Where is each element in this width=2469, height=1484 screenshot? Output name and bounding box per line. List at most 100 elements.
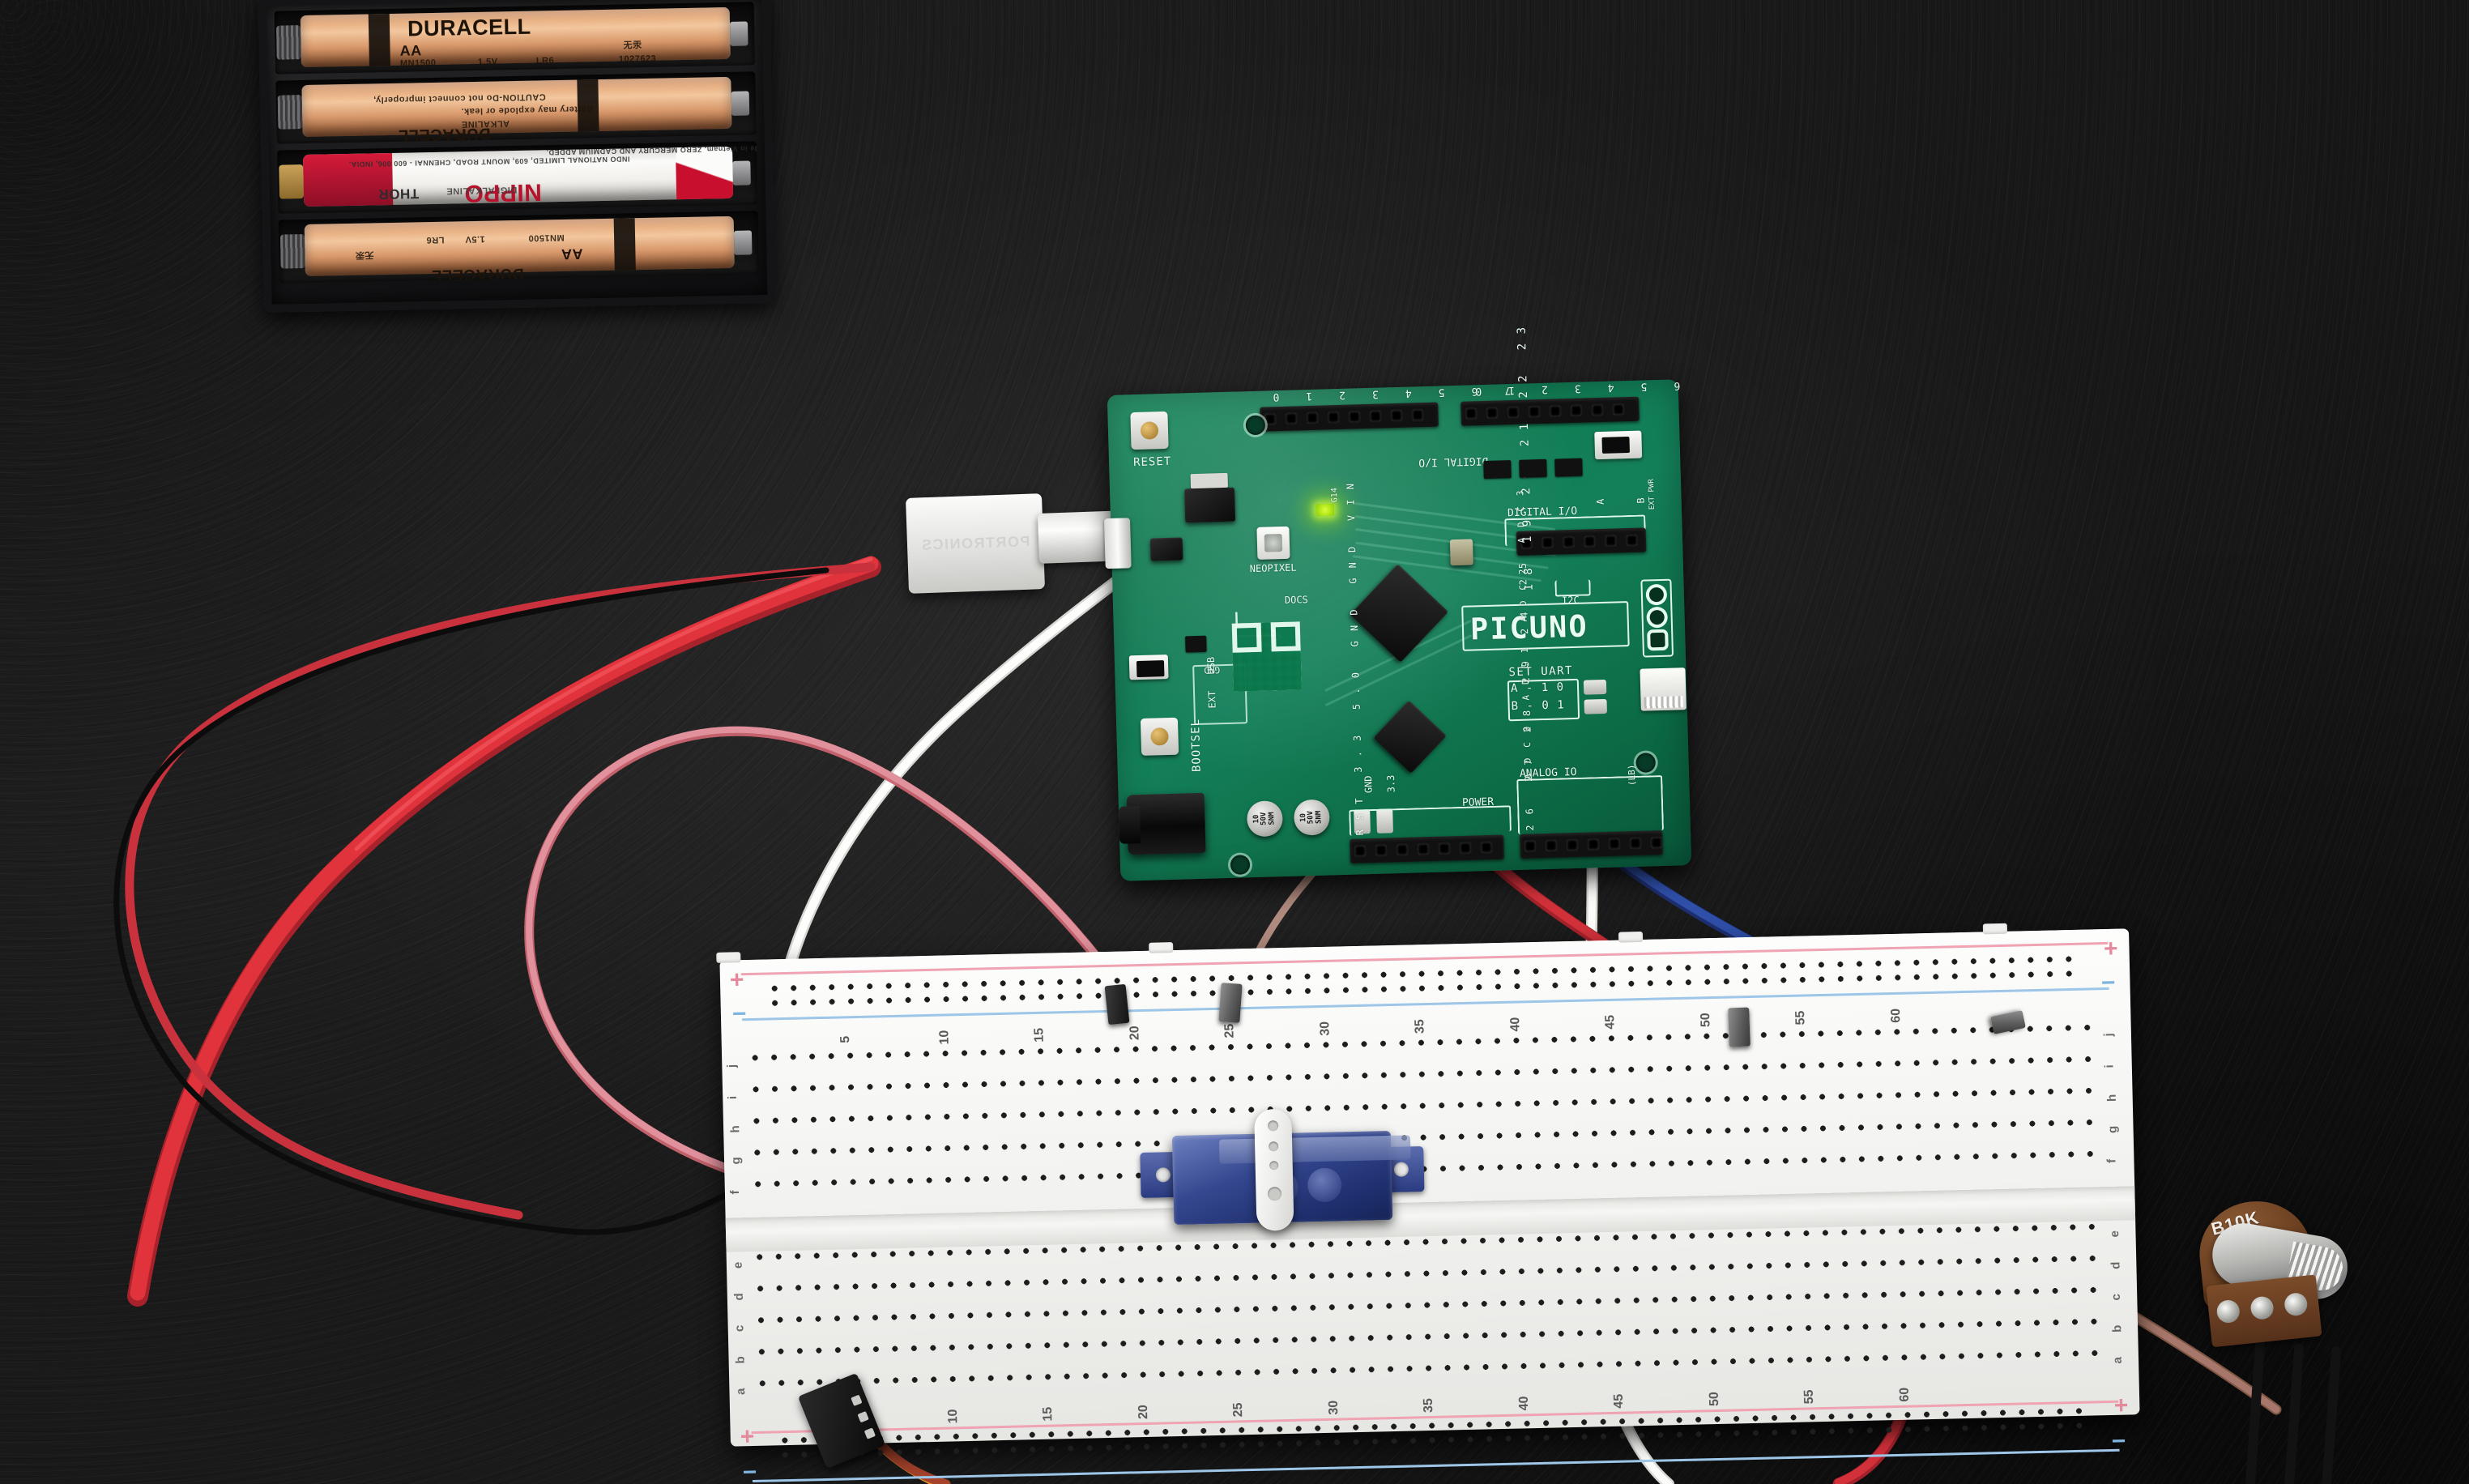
potentiometer[interactable]: B10K	[2177, 1190, 2392, 1484]
usb-brand-label: PORTRONICS	[920, 533, 1030, 553]
battery-extra-4: 无汞	[355, 249, 374, 260]
dupont-shell-col50[interactable]	[1728, 1007, 1750, 1047]
regulator-ic	[1184, 487, 1236, 523]
header-power[interactable]	[1350, 834, 1504, 864]
column-number-5-top: 5	[838, 1035, 853, 1043]
row-letter-b-lower: b	[2110, 1324, 2125, 1333]
debug-pads[interactable]	[1640, 578, 1674, 658]
bootsel-label: BOOTSEL	[1188, 718, 1204, 773]
reset-button[interactable]	[1130, 411, 1169, 450]
digital-io-top-label: DIGITAL I/O	[1418, 454, 1489, 469]
battery-brand-1: DURACELL	[407, 14, 531, 41]
header-top-left[interactable]	[1260, 402, 1439, 432]
header-analog[interactable]	[1520, 830, 1663, 859]
battery-caution-2b: Battery may explode or leak.	[460, 104, 594, 117]
pot-lug-2[interactable]	[2249, 1295, 2275, 1321]
board-notch-3	[1618, 931, 1644, 943]
battery-lot-1: 1027623	[618, 53, 657, 65]
bootsel-button[interactable]	[1140, 717, 1179, 756]
neopixel-label: NEOPIXEL	[1249, 561, 1297, 575]
column-number-55-top: 55	[1793, 1010, 1808, 1026]
battery-cell-4: AA MN1500 1.5V LR6 无汞 DURACELL	[279, 215, 753, 284]
cap1-maker: SNM	[1267, 812, 1277, 825]
rail-bottom-minus-right: −	[2111, 1427, 2126, 1455]
docs-label: DOCS	[1284, 594, 1309, 606]
row-letter-g-upper: g	[2105, 1125, 2120, 1134]
rail-top-minus-left: −	[731, 1000, 747, 1028]
servo-motor	[1140, 1108, 1426, 1232]
battery-cell-2: CAUTION-Do not connect improperly, Batte…	[277, 76, 750, 144]
battery-brand-2: DURACELL	[398, 124, 491, 144]
battery-slot-1: DURACELL AA MN1500 1.5V LR6 无汞 1027623	[274, 2, 756, 75]
column-number-50-top: 50	[1698, 1013, 1712, 1028]
battery-model-4: MN1500	[527, 232, 565, 243]
servo-horn[interactable]	[1254, 1108, 1294, 1231]
picuno-board: 7 6 5 4 3 2 1 0 6 5 4 3 2 1 0 DIGITAL I/…	[1104, 318, 1692, 881]
jst-connector[interactable]	[1640, 667, 1687, 711]
battery-size-1: AA	[399, 42, 422, 59]
power-jumper-33-label: 3.3	[1384, 774, 1397, 793]
pot-lug-1[interactable]	[2215, 1298, 2241, 1324]
uart-b-label: B - 0 1	[1511, 698, 1565, 714]
dupont-shell-col25[interactable]	[1218, 983, 1243, 1023]
row-letter-h-upper: h	[728, 1125, 743, 1133]
row-letter-i-upper: i	[2102, 1064, 2117, 1068]
header-top-right[interactable]	[1461, 396, 1640, 426]
usb-connector-shell: PORTRONICS	[905, 493, 1046, 594]
set-uart-label: SET UART	[1508, 664, 1574, 680]
pot-lug-3[interactable]	[2283, 1291, 2309, 1317]
rail-bottom-plus-right: +	[2113, 1392, 2129, 1419]
rail-bottom-minus-left: −	[742, 1458, 757, 1484]
rail-top-minus-right: −	[2100, 969, 2116, 997]
pot-terminal-base	[2206, 1274, 2322, 1348]
battery-iec-1: LR6	[535, 56, 555, 66]
battery-chem-3: DIGI ALKALINE	[446, 185, 518, 196]
uart-pad-b[interactable]	[1584, 698, 1607, 714]
dupont-shell-col20[interactable]	[1104, 983, 1130, 1026]
switch-a-label: A	[1594, 498, 1606, 505]
column-number-25-top: 25	[1222, 1023, 1237, 1038]
row-letter-h-upper: h	[2104, 1094, 2119, 1102]
switch-b-label: B	[1635, 497, 1647, 504]
row-letter-b-lower: b	[733, 1356, 748, 1364]
row-letter-e-lower: e	[731, 1261, 745, 1269]
row-letter-f-upper: f	[727, 1190, 742, 1195]
docs-qr-code	[1231, 621, 1303, 692]
battery-slot-3: NIPPO THOR DIGI ALKALINE INDO NATIONAL L…	[276, 141, 758, 214]
led-g14-label: G14	[1330, 487, 1340, 503]
ab-switch[interactable]	[1594, 430, 1643, 460]
crystal	[1449, 539, 1473, 566]
board-notch-1	[716, 952, 741, 963]
column-number-60-top: 60	[1888, 1008, 1903, 1023]
header-digital-right[interactable]	[1516, 527, 1647, 556]
row-letter-g-upper: g	[729, 1157, 744, 1165]
rail-top-plus-left: +	[729, 966, 744, 994]
rail-top-plus-right: +	[2103, 935, 2118, 963]
neopixel-led	[1256, 526, 1290, 560]
column-number-30-top: 30	[1317, 1021, 1333, 1036]
battery-voltage-1: 1.5V	[477, 57, 498, 67]
ext-usb-switch[interactable]	[1128, 654, 1169, 680]
dc-barrel-jack[interactable]	[1126, 792, 1206, 855]
usb-port[interactable]	[1104, 518, 1132, 569]
battery-size-4: AA	[561, 245, 583, 262]
battery-caution-2a: CAUTION-Do not connect improperly,	[373, 92, 546, 105]
battery-model-3: THOR	[377, 186, 420, 203]
battery-cell-1: DURACELL AA MN1500 1.5V LR6 无汞 1027623	[275, 6, 748, 69]
row-letter-f-upper: f	[2104, 1158, 2119, 1164]
row-letter-j-upper: j	[724, 1064, 740, 1068]
uart-pad-a[interactable]	[1583, 679, 1607, 695]
analog-lb-label: (LB)	[1626, 764, 1638, 787]
column-number-10-top: 10	[936, 1030, 952, 1045]
column-number-45-top: 45	[1603, 1014, 1618, 1030]
row-letter-e-lower: e	[2108, 1230, 2122, 1238]
battery-cell-3: NIPPO THOR DIGI ALKALINE INDO NATIONAL L…	[279, 144, 757, 207]
row-letter-c-lower: c	[732, 1324, 747, 1333]
battery-extra-1: 无汞	[623, 41, 642, 51]
board-notch-2	[1149, 942, 1174, 953]
column-number-40-top: 40	[1507, 1017, 1523, 1032]
